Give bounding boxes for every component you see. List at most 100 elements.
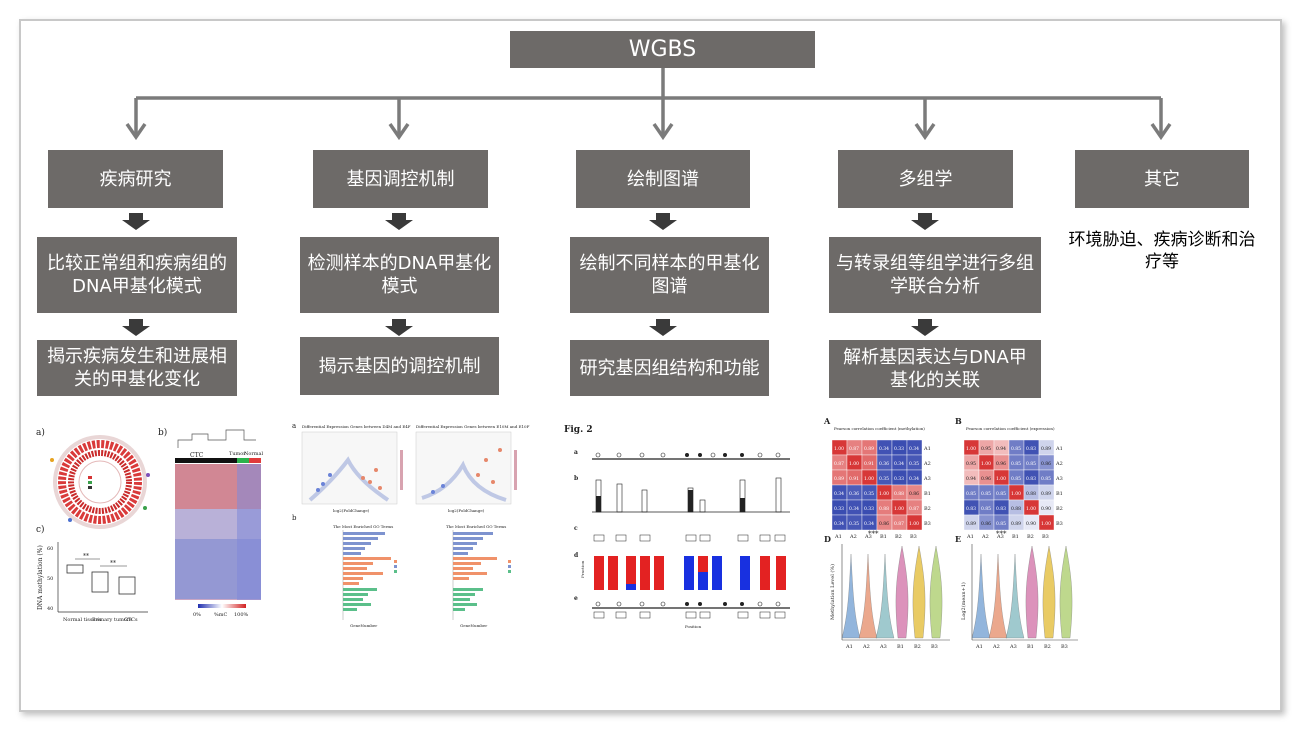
heat-value: 0.95 [966,461,976,467]
map-row-e: e [574,595,578,602]
panel-b-label: b) [158,427,167,438]
heat-value: 0.85 [1026,461,1036,467]
heat-value: 0.96 [981,476,991,482]
heat-value: 0.34 [909,476,919,482]
map-row-b: b [574,475,578,482]
violin-label: A1 [845,644,853,650]
ytick-50: 50 [47,576,53,582]
heat-value: 0.88 [894,491,904,497]
violin-d-ylabel: Methylation Level (%) [829,564,836,620]
figure-disease: a) b) c) CTC Tumor Normal [30,420,270,630]
heat-value: 0.88 [1026,491,1036,497]
correlation-heatmap-expression: 1.00 0.95 0.94 0.85 0.83 0.89 0.95 1.00 0.96 0.85… [963,439,1063,540]
heat-value: 0.34 [834,521,844,527]
violin-shape [929,545,943,639]
heat-value: 0.90 [1026,521,1036,527]
heatmap-a-title: Pearson correlation coefficient (methyla… [834,426,925,431]
heat-value: 1.00 [894,506,904,512]
violin-label: B2 [914,644,921,650]
heat-value: 1.00 [1041,521,1051,527]
heat-cell [906,514,923,531]
heat-value: 0.83 [966,506,976,512]
violin-shape [1042,545,1056,639]
category-gene-regulation: 基因调控机制 [313,150,488,208]
violin-shape [988,553,1008,639]
circos-plot [50,435,150,529]
go-xlabel-2: GeneNumber [460,623,487,628]
step-joint-analysis: 与转录组等组学进行多组学联合分析 [829,237,1041,313]
violin-label: A2 [862,644,870,650]
heat-row-label: B1 [1056,491,1063,497]
heat-col-label: B1 [1012,534,1019,540]
root-node: WGBS [510,31,815,68]
heat-col-label: B2 [1027,534,1034,540]
heat-col-label: A3 [864,534,872,540]
heat-row-label: B2 [1056,506,1063,512]
heat-value: 0.83 [1026,446,1036,452]
heat-scale-mid: %mC [214,612,227,618]
violin-label: A1 [975,644,983,650]
heat-row-label: A1 [923,446,931,452]
heat-value: 1.00 [849,461,859,467]
heat-value: 0.89 [1041,491,1051,497]
heat-value: 0.33 [864,506,874,512]
heat-value: 0.94 [966,476,976,482]
omics-panel-b: B [955,416,962,426]
heat-value: 0.91 [864,461,874,467]
heat-value: 0.90 [1041,506,1051,512]
omics-panel-d: D [824,534,831,544]
heat-value: 1.00 [1011,491,1021,497]
violin-label: A3 [879,644,887,650]
heat-value: 0.34 [864,521,874,527]
boxplot-methylation: DNA methylation (%) 60 50 40 ** ** Norma… [37,542,148,623]
category-disease-research: 疾病研究 [48,150,223,208]
heat-value: 0.85 [966,491,976,497]
sig-mark-1: ** [83,553,89,560]
heat-value: 0.86 [909,491,919,497]
step-expression-association: 解析基因表达与DNA甲基化的关联 [829,340,1041,398]
heat-value: 0.85 [1011,476,1021,482]
heat-value: 1.00 [834,446,844,452]
heat-value: 0.86 [879,521,889,527]
violin-label: B3 [931,644,938,650]
step-compare-methylation: 比较正常组和疾病组的DNA甲基化模式 [37,237,237,313]
heat-value: 1.00 [879,491,889,497]
heat-value: 0.85 [1041,476,1051,482]
violin-label: A2 [992,644,1000,650]
heat-value: 0.95 [981,446,991,452]
heat-row-label: A3 [923,476,931,482]
sig-mark-2: ** [110,560,116,567]
step-detect-methylation: 检测样本的DNA甲基化模式 [300,237,499,313]
heat-value: 0.86 [981,521,991,527]
sig-violin-d: *** [868,530,879,538]
go-bar-chart-2: The Most Enriched GO Terms GeneNumber [446,524,511,628]
heat-value: 0.89 [834,476,844,482]
heat-value: 0.87 [834,461,844,467]
xcat-primary: Primary tumors [92,617,132,623]
heat-col-label: B2 [895,534,902,540]
heat-group-ctc: CTC [190,452,204,459]
category-other: 其它 [1075,150,1249,208]
heat-value: 0.85 [981,491,991,497]
heat-value: 0.36 [849,491,859,497]
heat-value: 0.35 [849,521,859,527]
methylation-heatmap: CTC Tumor Normal 0% %mC 100% [175,429,263,618]
map-title: Fig. 2 [564,425,593,435]
heat-row-label: B1 [924,491,931,497]
ytick-60: 60 [47,546,53,552]
volcano-title-2: Differential Expression Genes between E1… [416,424,530,429]
volcano-title-1: Differential Expression Genes between D4… [302,424,411,429]
heat-value: 0.96 [996,461,1006,467]
violin-label: B1 [897,644,904,650]
heat-value: 0.85 [996,521,1006,527]
heat-value: 0.34 [834,491,844,497]
violin-label: B1 [1027,644,1034,650]
heat-value: 0.91 [849,476,859,482]
map-xlabel: Position [685,624,702,629]
heat-value: 0.85 [981,506,991,512]
panel-a-label: a) [36,427,45,438]
heat-value: 0.33 [834,506,844,512]
heat-col-label: A3 [996,534,1004,540]
